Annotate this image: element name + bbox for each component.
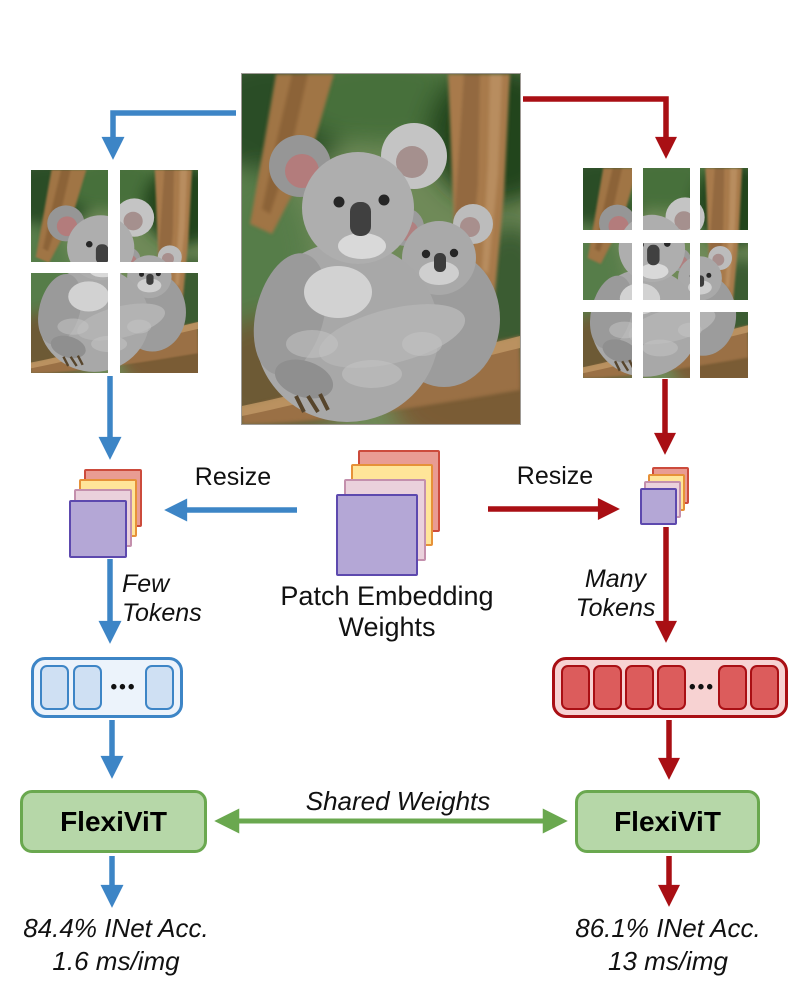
patch-gap-vertical — [632, 168, 643, 378]
patch-gap-horizontal — [31, 262, 198, 273]
shared-weights-label: Shared Weights — [305, 786, 491, 816]
token — [718, 665, 747, 710]
left-patch-embedding-stack — [69, 469, 144, 558]
token — [561, 665, 590, 710]
arrow-image-to-left-grid — [101, 110, 236, 160]
left-result: 84.4% INet Acc. 1.6 ms/img — [11, 912, 221, 978]
token — [657, 665, 686, 710]
arrow-image-to-right-grid — [523, 96, 677, 159]
token — [73, 665, 102, 710]
right-token-sequence: ••• — [552, 657, 788, 718]
resize-label-left: Resize — [194, 463, 272, 491]
token — [625, 665, 654, 710]
right-patch-embedding-stack — [640, 467, 690, 526]
token — [750, 665, 779, 710]
left-accuracy: 84.4% INet Acc. — [23, 913, 209, 943]
patch-embedding-line1: Patch Embedding — [280, 581, 494, 611]
few-tokens-label: Few Tokens — [122, 570, 202, 628]
patch-embedding-line2: Weights — [338, 612, 436, 642]
patch-embedding-weights-label: Patch Embedding Weights — [272, 581, 502, 643]
flexivit-box-left: FlexiViT — [20, 790, 207, 853]
left-token-sequence: ••• — [31, 657, 183, 718]
embedding-layer-purple — [336, 494, 418, 576]
patch-gap-vertical — [690, 168, 700, 378]
right-latency: 13 ms/img — [608, 946, 728, 976]
token — [593, 665, 622, 710]
resize-label-right: Resize — [516, 462, 594, 490]
ellipsis: ••• — [689, 677, 715, 698]
token — [145, 665, 174, 710]
many-tokens-line1: Many — [584, 565, 647, 593]
ellipsis: ••• — [110, 677, 137, 698]
token — [40, 665, 69, 710]
patch-gap-horizontal — [583, 300, 748, 312]
patch-embedding-weights-stack — [336, 450, 441, 576]
many-tokens-line2: Tokens — [575, 594, 656, 622]
embedding-layer-purple — [640, 488, 677, 525]
right-accuracy: 86.1% INet Acc. — [575, 913, 761, 943]
left-latency: 1.6 ms/img — [52, 946, 180, 976]
few-tokens-line1: Few — [122, 570, 170, 598]
few-tokens-line2: Tokens — [122, 599, 202, 627]
right-result: 86.1% INet Acc. 13 ms/img — [563, 912, 773, 978]
flexivit-box-right: FlexiViT — [575, 790, 760, 853]
embedding-layer-purple — [69, 500, 127, 558]
koala-patch-grid-2x2 — [31, 170, 198, 373]
many-tokens-label: Many Tokens — [568, 565, 663, 623]
patch-gap-horizontal — [583, 230, 748, 243]
koala-patch-grid-3x3 — [583, 168, 748, 378]
koala-photo — [241, 73, 521, 425]
